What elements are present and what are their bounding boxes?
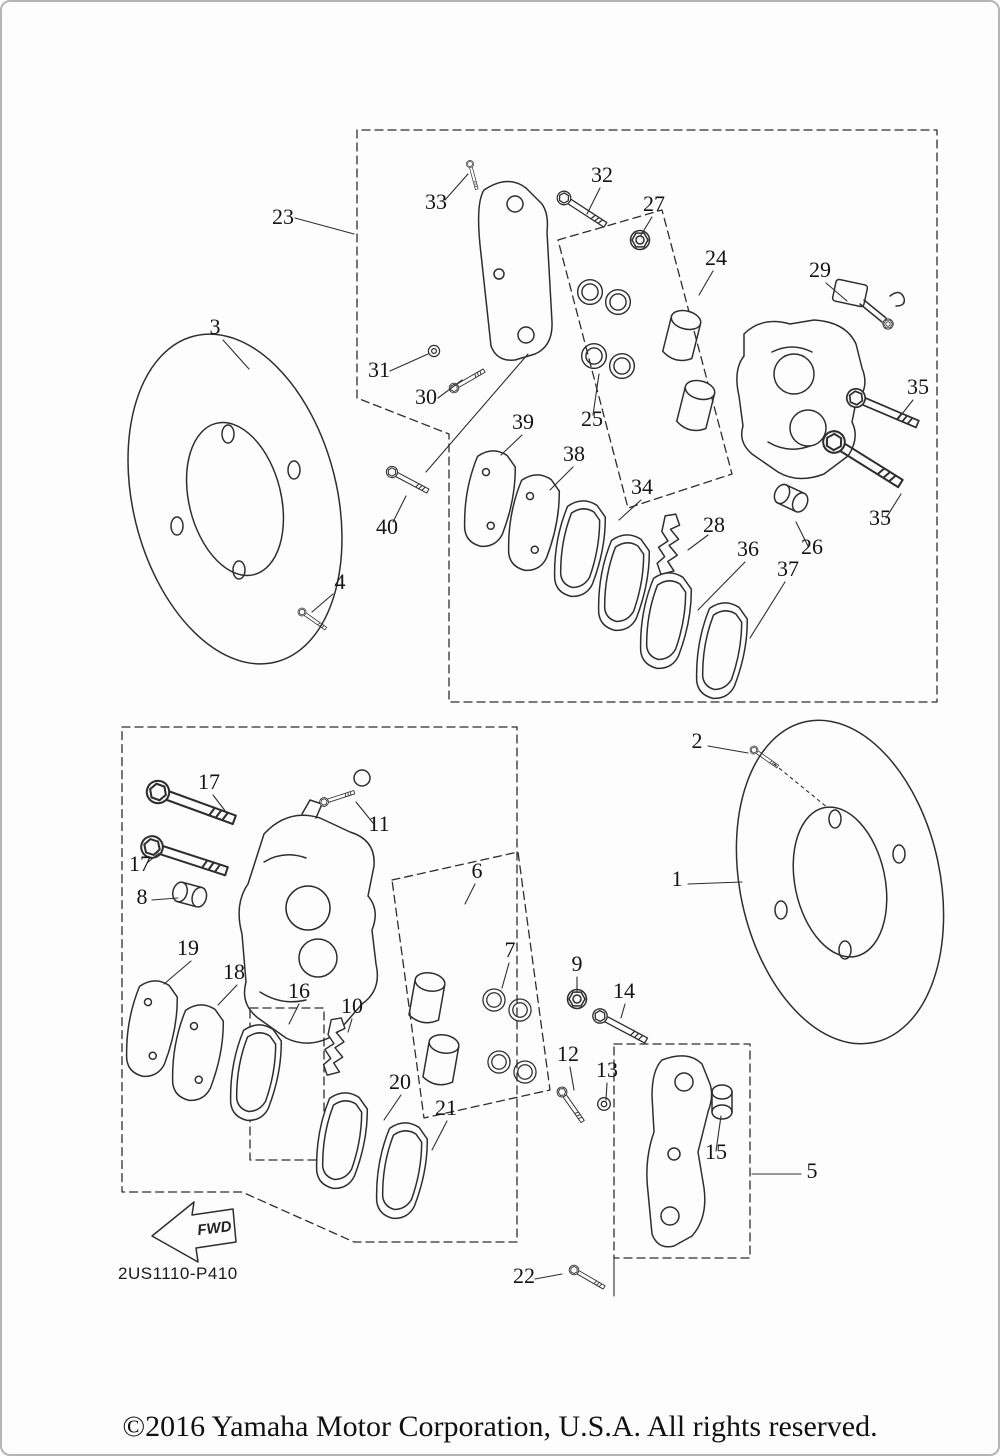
pistons-rear <box>407 969 462 1088</box>
callout-2: 2 <box>692 728 703 753</box>
pad-spring-28 <box>652 511 687 578</box>
callout-11: 11 <box>368 811 389 836</box>
callout-15: 15 <box>705 1139 727 1164</box>
washer-31 <box>427 344 441 358</box>
caliper-bracket-front <box>477 180 553 361</box>
callout-1: 1 <box>672 866 683 891</box>
callout-12: 12 <box>557 1041 579 1066</box>
pin-bolt-32 <box>553 187 610 232</box>
rear-seal-kit-box <box>391 851 551 1119</box>
callout-19: 19 <box>177 935 199 960</box>
callout-28: 28 <box>703 512 725 537</box>
callout-27: 27 <box>643 191 665 216</box>
disc-screw-4 <box>296 606 329 633</box>
caliper-bolt-35b <box>818 426 908 494</box>
callout-32: 32 <box>591 162 613 187</box>
callout-29: 29 <box>809 257 831 282</box>
callout-40: 40 <box>376 514 398 539</box>
bracket-kit-box <box>613 1043 751 1259</box>
pad-kit-box <box>249 1007 325 1161</box>
callout-10: 10 <box>341 993 363 1018</box>
caliper-body-rear <box>238 799 379 1044</box>
fwd-label: FWD <box>196 1218 232 1239</box>
callout-35b: 35 <box>869 505 891 530</box>
rear-caliper-kit-box <box>121 726 518 1243</box>
callout-13: 13 <box>596 1057 618 1082</box>
callout-30: 30 <box>415 384 437 409</box>
callout-8: 8 <box>137 884 148 909</box>
callout-37: 37 <box>777 556 799 581</box>
caliper-body-front <box>736 319 866 480</box>
pistons-front <box>660 306 718 435</box>
boot-8 <box>169 879 210 910</box>
callout-9: 9 <box>572 951 583 976</box>
callout-25: 25 <box>581 406 603 431</box>
disc-screw-2 <box>748 744 781 771</box>
callout-39: 39 <box>512 409 534 434</box>
leader-lines <box>146 173 914 1280</box>
callout-20: 20 <box>389 1069 411 1094</box>
stud-12 <box>554 1084 588 1125</box>
brake-pad-21 <box>369 1118 433 1224</box>
callout-14: 14 <box>613 978 635 1003</box>
flange-bolt-40 <box>383 463 432 497</box>
callout-31: 31 <box>368 357 390 382</box>
callout-6: 6 <box>472 858 483 883</box>
callout-7: 7 <box>505 937 516 962</box>
brake-disc-front <box>127 333 343 665</box>
boot-26 <box>770 481 812 516</box>
seal-kit-7 <box>482 988 537 1084</box>
front-caliper-kit-box <box>356 129 938 703</box>
callout-17b: 17 <box>129 851 151 876</box>
adjust-bolt-14 <box>589 1005 651 1048</box>
part-code: 2US1110-P410 <box>118 1264 238 1283</box>
nut-27 <box>629 229 651 251</box>
collar-15 <box>711 1084 733 1120</box>
callout-16: 16 <box>288 978 310 1003</box>
washer-13 <box>597 1097 611 1111</box>
callout-21: 21 <box>435 1095 457 1120</box>
brake-pad-20 <box>309 1088 373 1194</box>
brake-disc-rear <box>735 719 945 1045</box>
brake-pad-37 <box>689 598 753 704</box>
callout-35a: 35 <box>907 374 929 399</box>
callout-18: 18 <box>223 959 245 984</box>
bleed-screw-11 <box>318 769 371 808</box>
bracket-bolt-22 <box>566 1262 607 1293</box>
fwd-arrow: FWD <box>151 1201 237 1263</box>
callout-17a: 17 <box>198 769 220 794</box>
bleed-screw-assembly-29 <box>831 278 906 330</box>
callout-23: 23 <box>272 204 294 229</box>
seal-kit-25 <box>576 278 636 380</box>
stud-30 <box>446 365 487 396</box>
callout-3: 3 <box>210 314 221 339</box>
brake-pad-16 <box>223 1020 287 1126</box>
callout-26: 26 <box>801 534 823 559</box>
flange-nut-9 <box>566 988 588 1010</box>
caliper-bracket-rear <box>646 1055 713 1248</box>
alignment-dashes <box>773 763 829 809</box>
callout-4: 4 <box>335 569 346 594</box>
callout-36: 36 <box>737 536 759 561</box>
callouts: 23 33 32 27 24 29 3 31 30 25 35 39 38 34… <box>129 162 929 1288</box>
caliper-bolt-17a <box>142 776 240 832</box>
callout-34: 34 <box>631 474 653 499</box>
front-seal-kit-box <box>557 209 733 509</box>
callout-5: 5 <box>807 1158 818 1183</box>
callout-24: 24 <box>705 245 727 270</box>
callout-38: 38 <box>563 441 585 466</box>
callout-33: 33 <box>425 189 447 214</box>
kit-boxes <box>121 129 938 1259</box>
construction-lines <box>425 353 615 1297</box>
callout-22: 22 <box>513 1263 535 1288</box>
copyright-text: ©2016 Yamaha Motor Corporation, U.S.A. A… <box>122 1410 878 1443</box>
caliper-bolt-17b <box>137 832 231 883</box>
